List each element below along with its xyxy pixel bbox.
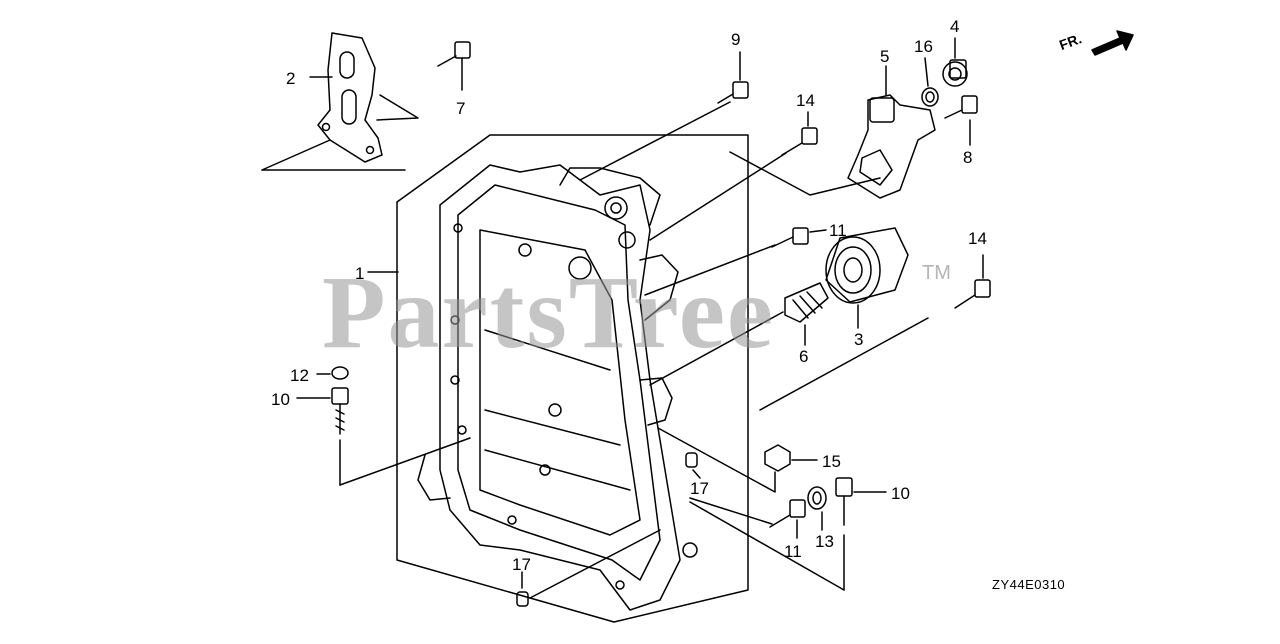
callout-10[interactable]: 10 bbox=[271, 390, 290, 409]
callout-14[interactable]: 14 bbox=[796, 91, 815, 110]
bolt-part-11-lower bbox=[689, 497, 806, 539]
callout-4[interactable]: 4 bbox=[950, 17, 960, 36]
fitting-part-6 bbox=[649, 282, 829, 386]
callout-17[interactable]: 17 bbox=[690, 479, 709, 498]
cap-part-4 bbox=[942, 37, 968, 87]
callout-13[interactable]: 13 bbox=[815, 532, 834, 551]
cap-part-12 bbox=[316, 366, 349, 380]
callout-14[interactable]: 14 bbox=[968, 229, 987, 248]
bracket-plate-part-2 bbox=[261, 32, 419, 171]
casing-bracket bbox=[396, 134, 749, 623]
callout-11[interactable]: 11 bbox=[829, 221, 847, 240]
callout-6[interactable]: 6 bbox=[799, 347, 809, 366]
callout-11[interactable]: 11 bbox=[784, 542, 802, 561]
callout-16[interactable]: 16 bbox=[914, 37, 933, 56]
dowel-part-17-upper bbox=[685, 452, 701, 479]
front-direction-arrow-icon bbox=[1091, 30, 1134, 56]
callout-5[interactable]: 5 bbox=[880, 47, 890, 66]
callout-8[interactable]: 8 bbox=[963, 148, 973, 167]
nut-part-15 bbox=[657, 427, 818, 493]
callout-17[interactable]: 17 bbox=[512, 555, 531, 574]
housing-part-5 bbox=[729, 65, 936, 199]
callout-1[interactable]: 1 bbox=[355, 264, 365, 283]
dowel-part-17-lower bbox=[516, 529, 661, 607]
bolt-part-14-right bbox=[759, 254, 991, 411]
bolt-part-9 bbox=[579, 51, 749, 181]
washer-part-13 bbox=[807, 486, 827, 531]
watermark-trademark: TM bbox=[922, 262, 951, 284]
callout-7[interactable]: 7 bbox=[456, 99, 466, 118]
callout-3[interactable]: 3 bbox=[854, 330, 864, 349]
extension-case-part-1 bbox=[417, 164, 698, 611]
callout-9[interactable]: 9 bbox=[731, 30, 741, 49]
watermark-logo: PartsTree bbox=[322, 255, 776, 370]
callout-15[interactable]: 15 bbox=[822, 452, 841, 471]
bolt-part-7 bbox=[437, 41, 471, 91]
bolt-part-8 bbox=[944, 95, 978, 146]
bolt-part-10-left bbox=[296, 387, 471, 486]
callout-10[interactable]: 10 bbox=[891, 484, 910, 503]
bolt-part-10-right bbox=[689, 477, 887, 591]
callout-2[interactable]: 2 bbox=[286, 69, 296, 88]
bolt-part-11-upper bbox=[644, 227, 827, 296]
o-ring-part-16 bbox=[921, 57, 939, 107]
diagram-code: ZY44E0310 bbox=[992, 577, 1066, 592]
oil-filter-part-3 bbox=[825, 227, 909, 329]
callout-12[interactable]: 12 bbox=[290, 366, 309, 385]
bolt-part-14-upper bbox=[649, 111, 818, 241]
